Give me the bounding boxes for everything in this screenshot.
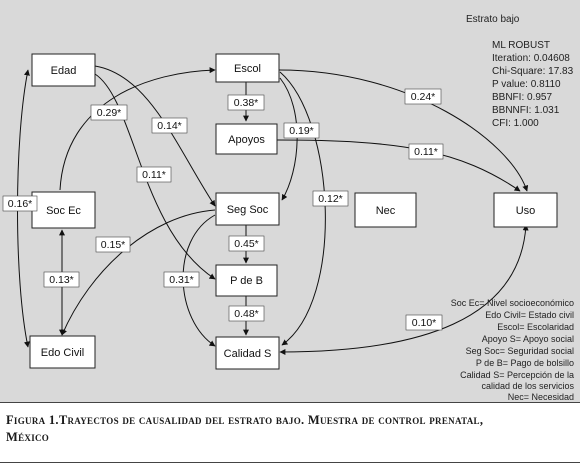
legend-line: Escol= Escolaridad bbox=[497, 322, 574, 332]
legend-line: Edo Civil= Estado civil bbox=[485, 310, 574, 320]
svg-text:0.13*: 0.13* bbox=[49, 274, 74, 286]
node-seg-soc: Seg Soc bbox=[215, 192, 280, 226]
abbreviation-legend: Soc Ec= Nivel socioeconómico Edo Civil= … bbox=[451, 298, 575, 402]
node-nec: Nec bbox=[354, 192, 417, 228]
legend-line: P de B= Pago de bolsillo bbox=[476, 358, 574, 368]
edge-socec-escol bbox=[59, 67, 216, 191]
svg-text:Soc Ec: Soc Ec bbox=[46, 205, 81, 217]
svg-text:Edo Civil: Edo Civil bbox=[41, 347, 84, 359]
coef-edad-edocivil: 0.16* bbox=[2, 195, 38, 212]
coef-escol-segsoc: 0.19* bbox=[283, 122, 320, 139]
svg-text:0.31*: 0.31* bbox=[169, 274, 194, 286]
coef-edad-segsoc: 0.14* bbox=[151, 117, 188, 134]
coef-apoyos-uso: 0.11* bbox=[408, 143, 444, 160]
edge-escol-calidad bbox=[279, 71, 326, 346]
fit-stat-line: P value: 0.8110 bbox=[492, 79, 561, 90]
edge-escol-segsoc bbox=[279, 77, 298, 201]
legend-line: Seg Soc= Seguridad social bbox=[466, 346, 574, 356]
node-edad: Edad bbox=[31, 53, 96, 87]
node-apoyos: Apoyos bbox=[215, 123, 278, 155]
svg-text:Apoyos: Apoyos bbox=[228, 134, 265, 146]
node-escol: Escol bbox=[215, 53, 280, 83]
legend-line: Nec= Necesidad bbox=[508, 392, 574, 402]
legend-line: calidad de los servicios bbox=[481, 381, 574, 391]
svg-text:Escol: Escol bbox=[234, 63, 261, 75]
svg-text:P de B: P de B bbox=[230, 275, 263, 287]
node-p-de-b: P de B bbox=[215, 264, 278, 297]
coefficients: 0.29* 0.14* 0.38* 0.19* 0.24* 0.11* 0.11… bbox=[2, 88, 444, 331]
svg-text:0.12*: 0.12* bbox=[318, 193, 343, 205]
legend-line: Apoyo S= Apoyo social bbox=[482, 334, 574, 344]
svg-text:0.14*: 0.14* bbox=[157, 120, 182, 132]
figure-caption: Figura 1.Trayectos de causalidad del est… bbox=[6, 412, 574, 446]
nodes: Edad Escol Apoyos Soc Ec Seg Soc Nec Uso bbox=[29, 53, 558, 370]
caption-line: Figura 1.Trayectos de causalidad del est… bbox=[6, 413, 484, 427]
svg-text:Nec: Nec bbox=[376, 205, 396, 217]
coef-segsoc-edocivil: 0.15* bbox=[95, 236, 131, 253]
svg-text:0.15*: 0.15* bbox=[101, 239, 126, 251]
coef-escol-apoyos: 0.38* bbox=[227, 94, 265, 111]
coef-edad-pdeb: 0.11* bbox=[136, 166, 172, 183]
coef-segsoc-pdeb: 0.45* bbox=[228, 235, 265, 252]
svg-text:0.29*: 0.29* bbox=[97, 107, 122, 119]
coef-pdeb-calidad: 0.48* bbox=[228, 305, 265, 322]
fit-stat-line: CFI: 1.000 bbox=[492, 118, 539, 129]
coef-escol-calidad: 0.12* bbox=[312, 190, 349, 207]
coef-escol-uso: 0.24* bbox=[404, 88, 442, 105]
fit-stat-line: Iteration: 0.04608 bbox=[492, 53, 570, 64]
svg-text:Edad: Edad bbox=[51, 65, 77, 77]
edge-apoyos-uso bbox=[276, 139, 521, 192]
caption-line: México bbox=[6, 430, 50, 444]
svg-text:0.19*: 0.19* bbox=[289, 125, 314, 137]
coef-socec-escol: 0.29* bbox=[90, 104, 128, 121]
coef-uso-calidad: 0.10* bbox=[405, 314, 443, 331]
figure-panel: Estrato bajo ML ROBUST Iteration: 0.0460… bbox=[0, 0, 580, 403]
node-soc-ec: Soc Ec bbox=[31, 191, 96, 229]
legend-line: Calidad S= Percepción de la bbox=[460, 370, 574, 380]
path-diagram: Estrato bajo ML ROBUST Iteration: 0.0460… bbox=[2, 14, 575, 402]
edge-edad-segsoc bbox=[94, 65, 216, 207]
svg-text:0.48*: 0.48* bbox=[234, 308, 259, 320]
node-uso: Uso bbox=[493, 192, 558, 228]
fit-stat-line: Chi-Square: 17.83 bbox=[492, 66, 574, 77]
svg-text:0.11*: 0.11* bbox=[142, 169, 166, 181]
coef-socec-edocivil: 0.13* bbox=[43, 271, 80, 288]
svg-text:0.10*: 0.10* bbox=[412, 317, 437, 329]
fit-statistics: ML ROBUST Iteration: 0.04608 Chi-Square:… bbox=[492, 40, 574, 129]
svg-text:Calidad S: Calidad S bbox=[224, 348, 272, 360]
node-calidad-s: Calidad S bbox=[215, 336, 280, 370]
fit-stat-line: ML ROBUST bbox=[492, 40, 550, 51]
svg-text:0.16*: 0.16* bbox=[8, 198, 33, 210]
svg-text:0.45*: 0.45* bbox=[234, 238, 259, 250]
svg-text:Uso: Uso bbox=[516, 205, 536, 217]
svg-text:0.24*: 0.24* bbox=[411, 91, 436, 103]
svg-text:0.38*: 0.38* bbox=[234, 97, 259, 109]
bottom-rule bbox=[0, 462, 580, 463]
coef-segsoc-calidad: 0.31* bbox=[163, 271, 200, 288]
fit-stat-line: BBNFI: 0.957 bbox=[492, 92, 552, 103]
svg-text:Seg Soc: Seg Soc bbox=[227, 204, 269, 216]
node-edo-civil: Edo Civil bbox=[29, 335, 96, 369]
edge-uso-calidad bbox=[279, 224, 529, 355]
legend-line: Soc Ec= Nivel socioeconómico bbox=[451, 298, 574, 308]
diagram-title: Estrato bajo bbox=[466, 14, 520, 25]
fit-stat-line: BBNNFI: 1.031 bbox=[492, 105, 560, 116]
edge-escol-uso bbox=[278, 69, 529, 192]
svg-text:0.11*: 0.11* bbox=[414, 146, 438, 158]
